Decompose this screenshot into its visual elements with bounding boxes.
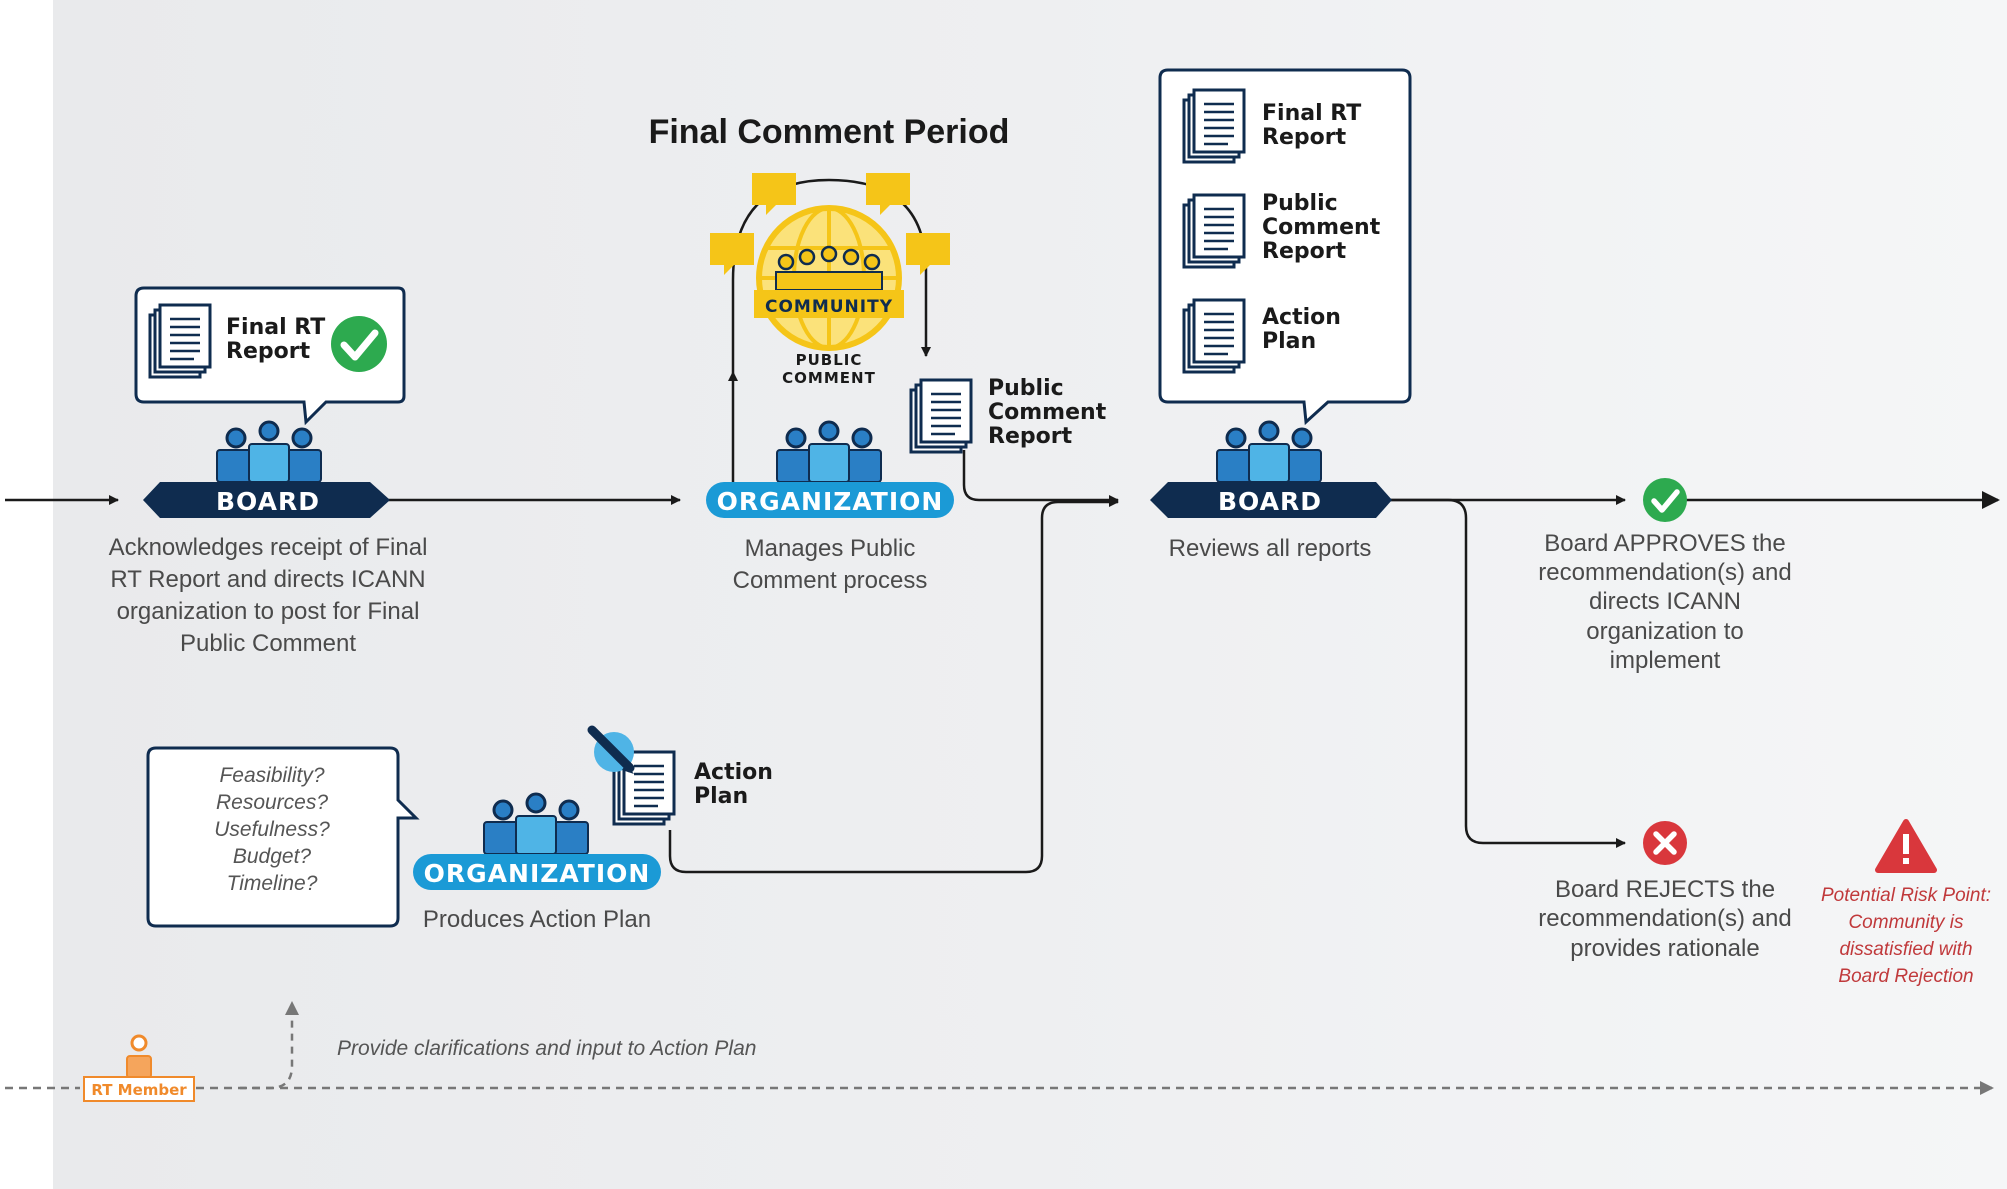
people-group-icon bbox=[775, 420, 883, 484]
board2-doc2-line2: Comment bbox=[1262, 215, 1381, 240]
warning-triangle-icon bbox=[1875, 819, 1937, 873]
speech-bubble-icon bbox=[710, 233, 754, 275]
approve-description: Board APPROVES the recommendation(s) and… bbox=[1538, 530, 1791, 674]
check-circle-icon bbox=[1643, 478, 1687, 522]
org2-doc-label: Action Plan bbox=[694, 760, 773, 809]
board1-doc-line1: Final RT bbox=[226, 315, 325, 340]
people-group-icon bbox=[482, 792, 590, 856]
org1-doc-line2: Comment bbox=[988, 400, 1107, 425]
page-title: Final Comment Period bbox=[649, 113, 1010, 151]
svg-text:Resources?: Resources? bbox=[216, 791, 328, 814]
people-group-icon bbox=[215, 420, 323, 484]
org1-doc-line1: Public bbox=[988, 376, 1064, 401]
flow-arrow-board-to-reject bbox=[1390, 498, 1626, 848]
org2-pill: ORGANIZATION bbox=[413, 854, 661, 890]
document-stack-icon bbox=[909, 378, 973, 454]
rt-input-arrow bbox=[240, 1001, 299, 1090]
community-arc-text-1: PUBLIC bbox=[796, 351, 863, 369]
reject-description: Board REJECTS the recommendation(s) and … bbox=[1538, 876, 1791, 962]
x-circle-icon bbox=[1643, 821, 1687, 865]
org2-label: ORGANIZATION bbox=[424, 859, 651, 888]
org1-label: ORGANIZATION bbox=[717, 487, 944, 516]
community-cycle: COMMUNITY PUBLIC COMMENT bbox=[710, 173, 950, 387]
board2-doc2-line3: Report bbox=[1262, 239, 1347, 264]
document-stack-icon bbox=[1182, 88, 1246, 164]
document-stack-icon bbox=[148, 303, 212, 379]
document-stack-icon bbox=[1182, 298, 1246, 374]
board1-doc-line2: Report bbox=[226, 339, 311, 364]
pencil-icon bbox=[587, 725, 635, 774]
svg-text:Board APPROVES the: Board APPROVES the bbox=[1544, 530, 1785, 557]
svg-text:RT Report and directs ICANN: RT Report and directs ICANN bbox=[110, 566, 425, 593]
org1-pill: ORGANIZATION bbox=[706, 482, 954, 518]
board2-doc3-line2: Plan bbox=[1262, 329, 1316, 354]
org1-doc-label: Public Comment Report bbox=[988, 376, 1107, 449]
board1-label: BOARD bbox=[216, 487, 320, 516]
svg-text:Feasibility?: Feasibility? bbox=[219, 764, 324, 787]
svg-text:Public Comment: Public Comment bbox=[180, 630, 356, 657]
svg-text:Potential Risk Point:: Potential Risk Point: bbox=[1821, 885, 1991, 906]
svg-text:implement: implement bbox=[1610, 647, 1721, 674]
svg-text:recommendation(s) and: recommendation(s) and bbox=[1538, 905, 1791, 932]
svg-text:Budget?: Budget? bbox=[233, 845, 312, 868]
org2-description: Produces Action Plan bbox=[423, 906, 651, 933]
svg-text:Manages Public: Manages Public bbox=[745, 535, 916, 562]
svg-text:recommendation(s) and: recommendation(s) and bbox=[1538, 559, 1791, 586]
svg-text:organization to: organization to bbox=[1586, 618, 1743, 645]
community-banner bbox=[754, 290, 904, 318]
svg-text:provides rationale: provides rationale bbox=[1570, 935, 1759, 962]
board1-description: Acknowledges receipt of Final RT Report … bbox=[109, 534, 428, 657]
risk-description: Potential Risk Point: Community is dissa… bbox=[1821, 885, 1991, 987]
rt-member-badge: RT Member bbox=[83, 1076, 195, 1102]
svg-text:directs ICANN: directs ICANN bbox=[1589, 588, 1741, 615]
svg-text:Board Rejection: Board Rejection bbox=[1838, 966, 1973, 987]
svg-text:Comment process: Comment process bbox=[733, 567, 928, 594]
flow-arrow-pcr-to-board bbox=[962, 450, 1119, 505]
org2-doc-line1: Action bbox=[694, 760, 773, 785]
org1-doc-line3: Report bbox=[988, 424, 1073, 449]
people-group-icon bbox=[1215, 420, 1323, 484]
board2-description: Reviews all reports bbox=[1169, 535, 1372, 562]
person-icon bbox=[126, 1034, 152, 1079]
document-stack-icon bbox=[1182, 193, 1246, 269]
speech-bubble-icon bbox=[752, 173, 796, 215]
board2-doc2-line1: Public bbox=[1262, 191, 1338, 216]
speech-bubble-icon bbox=[906, 233, 950, 275]
svg-text:dissatisfied with: dissatisfied with bbox=[1839, 939, 1972, 960]
board2-doc1-line1: Final RT bbox=[1262, 101, 1361, 126]
community-people-icon bbox=[775, 245, 883, 291]
org1-description: Manages Public Comment process bbox=[733, 535, 928, 594]
svg-text:Board REJECTS the: Board REJECTS the bbox=[1555, 876, 1775, 903]
board2-doc1-line2: Report bbox=[1262, 125, 1347, 150]
svg-text:Usefulness?: Usefulness? bbox=[214, 818, 330, 841]
board2-doc3-line1: Action bbox=[1262, 305, 1341, 330]
flow-arrow-actionplan-to-board bbox=[668, 497, 1119, 874]
svg-text:organization to post for Final: organization to post for Final bbox=[117, 598, 420, 625]
svg-text:Timeline?: Timeline? bbox=[227, 872, 318, 895]
community-arc-text-2: COMMENT bbox=[782, 369, 876, 387]
board1-bubble: Final RT Report bbox=[134, 286, 406, 426]
board2-pill: BOARD bbox=[1150, 482, 1392, 518]
rt-member-note: Provide clarifications and input to Acti… bbox=[337, 1037, 756, 1060]
speech-bubble-icon bbox=[866, 173, 910, 215]
community-label: COMMUNITY bbox=[765, 297, 893, 317]
board2-label: BOARD bbox=[1218, 487, 1322, 516]
board1-pill: BOARD bbox=[143, 482, 390, 518]
questions-bubble: Feasibility? Resources? Usefulness? Budg… bbox=[146, 746, 420, 928]
svg-text:Acknowledges receipt of Final: Acknowledges receipt of Final bbox=[109, 534, 428, 561]
svg-text:Community is: Community is bbox=[1848, 912, 1964, 933]
background-panel bbox=[53, 0, 2007, 1189]
org2-doc-line2: Plan bbox=[694, 784, 748, 809]
check-circle-icon bbox=[331, 316, 387, 372]
board2-bubble: Final RT Report Public Comment Report Ac… bbox=[1158, 68, 1412, 426]
rt-member-label: RT Member bbox=[91, 1081, 187, 1099]
